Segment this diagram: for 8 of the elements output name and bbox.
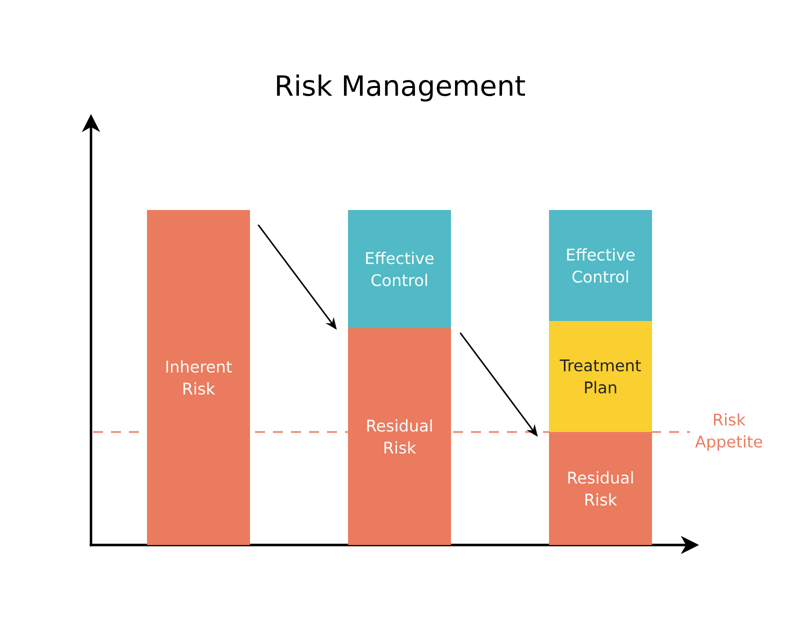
residual-block: Residual Risk (549, 432, 652, 545)
control-block: Effective Control (348, 210, 451, 328)
treatment-block: Treatment Plan (549, 321, 652, 432)
risk-bar: Inherent Risk (147, 210, 250, 545)
control-block: Effective Control (549, 210, 652, 321)
residual-block: Residual Risk (348, 328, 451, 545)
threshold-label: Risk Appetite (695, 413, 762, 451)
title: Risk Management (277, 74, 526, 102)
